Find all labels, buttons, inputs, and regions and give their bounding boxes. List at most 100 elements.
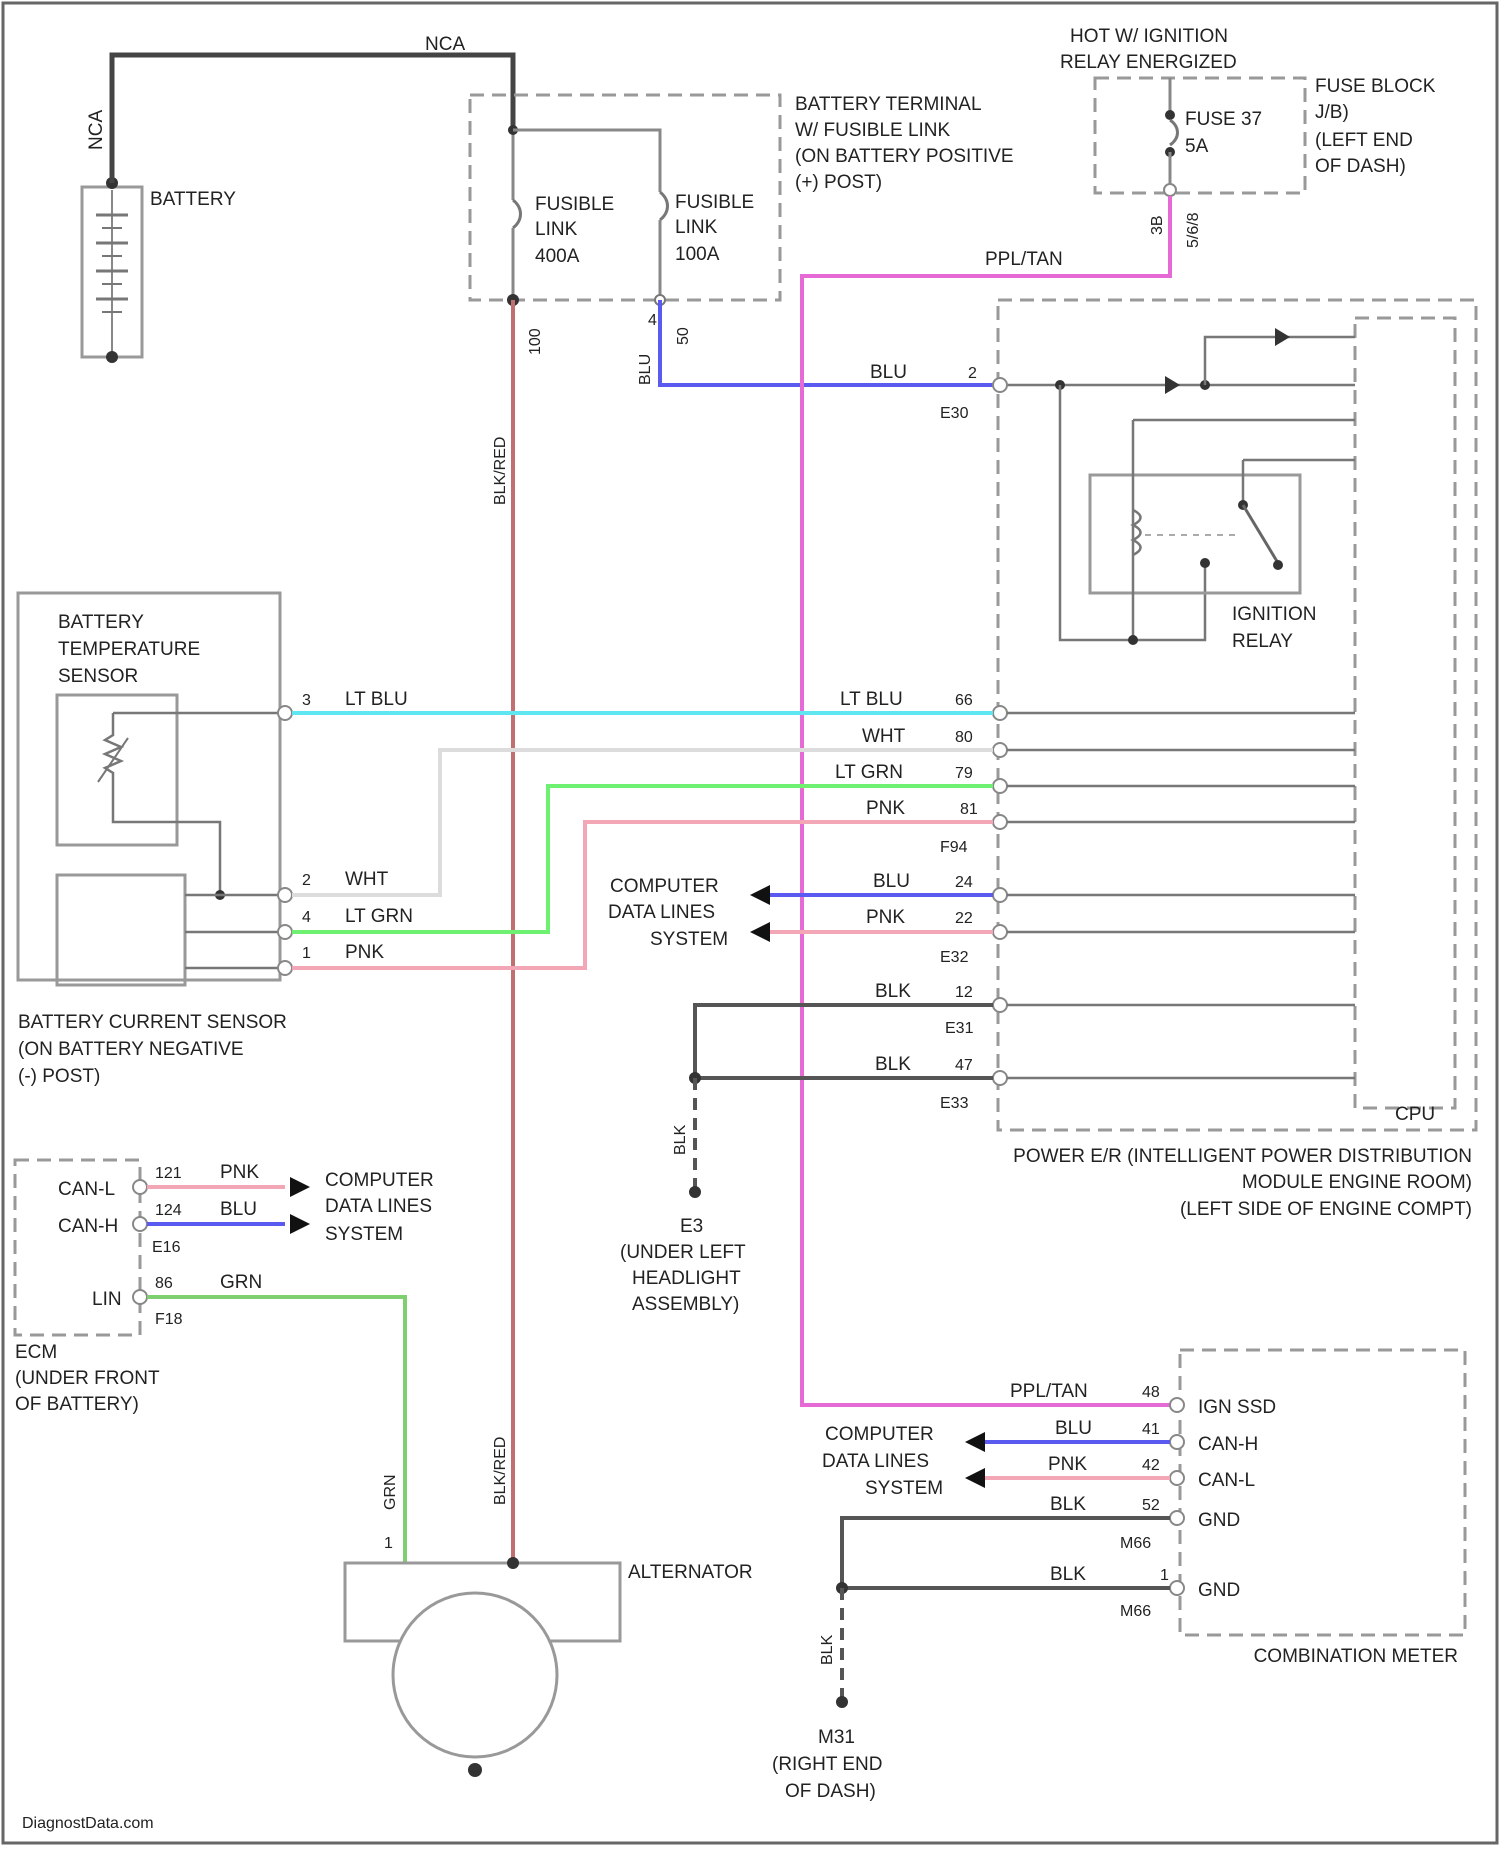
can-h-cm-label: CAN-H [1198, 1434, 1258, 1455]
pin12-label: 12 [955, 984, 973, 1001]
cdl3-l3: SYSTEM [865, 1478, 943, 1499]
ecm-l3: OF BATTERY) [15, 1394, 139, 1415]
blk-red-bottom-label: BLK/RED [492, 1437, 509, 1505]
blu-wire-e30 [660, 300, 997, 385]
ltgrn-right-label: LT GRN [835, 762, 903, 783]
ign-relay-l2: RELAY [1232, 631, 1293, 652]
pdm-l2: MODULE ENGINE ROOM) [1242, 1172, 1472, 1193]
cdl3-l2: DATA LINES [822, 1451, 929, 1472]
blu-vert-label: BLU [637, 354, 654, 385]
pdm-internal-lines [1007, 713, 1355, 1078]
pin47-label: 47 [955, 1057, 973, 1074]
alternator-ground [468, 1763, 482, 1777]
pin24-label: 24 [955, 874, 973, 891]
pdm-connectors [993, 378, 1007, 1085]
pnk-left-label: PNK [345, 942, 384, 963]
gnd1-label: GND [1198, 1510, 1240, 1531]
nca-cable [112, 55, 513, 183]
conn-e30-label: E30 [940, 405, 969, 422]
pin79-label: 79 [955, 765, 973, 782]
cdl2-l3: SYSTEM [325, 1224, 403, 1245]
conn-m66b-label: M66 [1120, 1603, 1151, 1620]
fusible-150-l3: 100A [675, 244, 720, 265]
wire-50-label: 50 [675, 327, 692, 345]
conn-f94-label: F94 [940, 839, 968, 856]
e3-l2: HEADLIGHT [632, 1268, 741, 1289]
conn-f18-label: F18 [155, 1311, 183, 1328]
conn-e32-label: E32 [940, 949, 969, 966]
pnk-121-label: PNK [220, 1162, 259, 1183]
pdm-l3: (LEFT SIDE OF ENGINE COMPT) [1180, 1199, 1472, 1220]
meter-connectors [1170, 1398, 1184, 1595]
watermark-label: DiagnostData.com [22, 1815, 154, 1832]
pin80-label: 80 [955, 729, 973, 746]
fuse-l2: 5A [1185, 136, 1209, 157]
fuse-block-connector [1164, 184, 1176, 196]
s-fuse-wire: 5/6/8 [1185, 212, 1202, 248]
batt-terminal-l2: W/ FUSIBLE LINK [795, 120, 951, 141]
pin41-label: 41 [1142, 1421, 1160, 1438]
pin121-label: 121 [155, 1165, 182, 1182]
m1-l2: OF DASH) [785, 1781, 876, 1802]
blu-e30-label: BLU [870, 362, 907, 383]
fusible-link-100a [507, 125, 521, 306]
ground-m1-label: M31 [818, 1727, 855, 1748]
ppl-tan-bot-label: PPL/TAN [1010, 1381, 1088, 1402]
nca-side-label: NCA [86, 110, 107, 150]
bts-l3: SENSOR [58, 666, 138, 687]
conn-e33-label: E33 [940, 1095, 969, 1112]
current-sensor-element [57, 875, 185, 985]
ltgrn-left-label: LT GRN [345, 906, 413, 927]
pin3-label: 3 [302, 692, 311, 709]
fuse-l1: FUSE 37 [1185, 109, 1262, 130]
blk-47-label: BLK [875, 1054, 911, 1075]
hot-l2: RELAY ENERGIZED [1060, 52, 1237, 73]
fusible-100-l2: LINK [535, 219, 578, 240]
fusible-link-150a [655, 192, 668, 305]
cpu-label: CPU [1395, 1104, 1435, 1125]
pin-e30-label: 2 [968, 365, 977, 382]
conn-e16-label: E16 [152, 1239, 181, 1256]
pin124-label: 124 [155, 1202, 182, 1219]
ground-e3-icon [689, 1186, 701, 1198]
thermistor-icon [98, 713, 128, 795]
pnk-22-label: PNK [866, 907, 905, 928]
arrow-meter-can-h-icon [965, 1432, 985, 1452]
wht-right-label: WHT [862, 726, 906, 747]
batt-terminal-l4: (+) POST) [795, 172, 882, 193]
ign-relay-l1: IGNITION [1232, 604, 1316, 625]
ppl-tan-wire [802, 196, 1172, 1405]
fusible-100-l3: 400A [535, 246, 580, 267]
cdl2-l1: COMPUTER [325, 1170, 434, 1191]
blu-41-label: BLU [1055, 1418, 1092, 1439]
conn-e31-label: E31 [945, 1020, 974, 1037]
bcs-l3: (-) POST) [18, 1066, 100, 1087]
alternator-label: ALTERNATOR [628, 1562, 753, 1583]
pin66-label: 66 [955, 692, 973, 709]
battery [82, 177, 142, 363]
s-fuse-pin: 3B [1149, 215, 1166, 235]
ecm-l1: ECM [15, 1342, 57, 1363]
pin4-label: 4 [302, 909, 311, 926]
fusible-100-l1: FUSIBLE [535, 194, 614, 215]
blk-wire-52 [842, 1518, 1170, 1590]
grn-vert-label: GRN [382, 1474, 399, 1510]
ltblu-left-label: LT BLU [345, 689, 408, 710]
cpu-box [1355, 318, 1455, 1108]
cdl2-l2: DATA LINES [325, 1196, 432, 1217]
nca-top-label: NCA [425, 34, 465, 55]
pin22-label: 22 [955, 910, 973, 927]
blk-vert-e3-label: BLK [672, 1124, 689, 1155]
arrow-ecm-can-h-icon [290, 1214, 310, 1234]
lin-label: LIN [92, 1289, 122, 1310]
fuse-block-l3: (LEFT END [1315, 130, 1413, 151]
ground-e3-label: E3 [680, 1216, 703, 1237]
cdl3-l1: COMPUTER [825, 1424, 934, 1445]
arrow-blu-24-icon [750, 885, 770, 905]
pin52-label: 52 [1142, 1497, 1160, 1514]
blk-wire-12 [695, 1005, 993, 1078]
fuse-37 [1165, 78, 1178, 190]
blk-vert-m1-label: BLK [819, 1634, 836, 1665]
ltblu-right-label: LT BLU [840, 689, 903, 710]
